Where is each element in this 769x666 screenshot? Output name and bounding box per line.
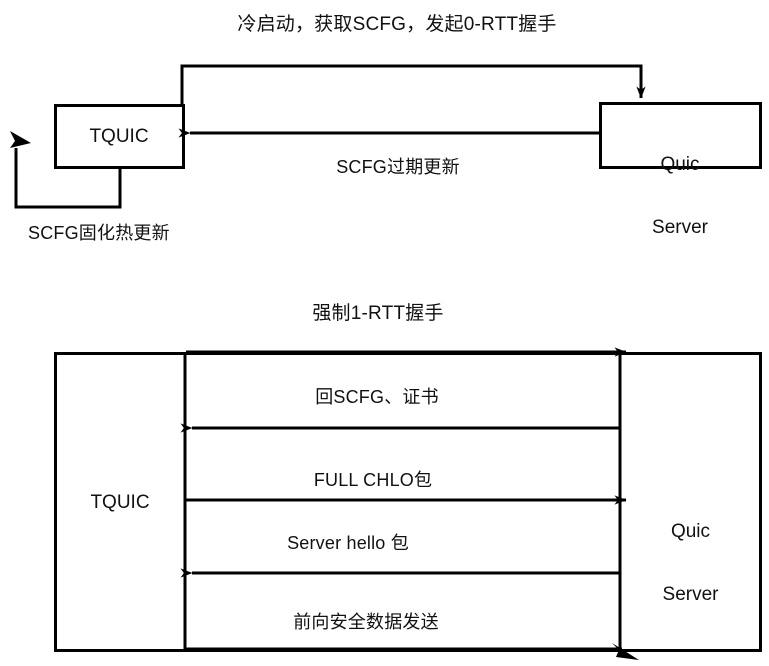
bottom-diagram-title: 强制1-RTT握手 <box>312 303 444 324</box>
top-diagram-title: 冷启动，获取SCFG，发起0-RTT握手 <box>237 14 557 35</box>
bottom-lane-label-quic-server: Quic Server <box>620 478 761 648</box>
top-node-tquic-box <box>54 104 185 169</box>
bottom-lane-label-quic-server-line2: Server <box>662 584 719 606</box>
top-edge-selfloop-arrowhead <box>10 131 31 148</box>
top-node-quic-server-label-line1: Quic <box>660 153 700 175</box>
top-edge-scfg-hot-update-selfloop <box>14 148 122 209</box>
top-node-tquic-label: TQUIC <box>89 126 149 147</box>
top-edge-label-scfg-expiry-update: SCFG过期更新 <box>336 157 460 177</box>
bottom-diagram-frame <box>54 352 762 652</box>
top-edge-label-scfg-hot-update: SCFG固化热更新 <box>28 223 170 243</box>
bottom-message-label-2: 回SCFG、证书 <box>315 387 439 407</box>
top-node-quic-server-label: Quic Server <box>600 111 760 281</box>
bottom-message-5-arrowhead <box>612 643 639 660</box>
bottom-lane-label-quic-server-line1: Quic <box>670 520 711 542</box>
bottom-message-label-4: Server hello 包 <box>287 533 409 553</box>
bottom-message-label-3: FULL CHLO包 <box>313 470 433 490</box>
bottom-message-label-5: 前向安全数据发送 <box>293 612 439 632</box>
bottom-diagram-group <box>54 347 762 660</box>
top-node-quic-server-box <box>599 102 762 169</box>
top-node-quic-server-label-line2: Server <box>652 217 708 239</box>
top-edge-cold-start-request <box>180 64 646 105</box>
top-diagram-group <box>10 64 762 209</box>
bottom-lane-label-tquic: TQUIC <box>90 492 150 513</box>
